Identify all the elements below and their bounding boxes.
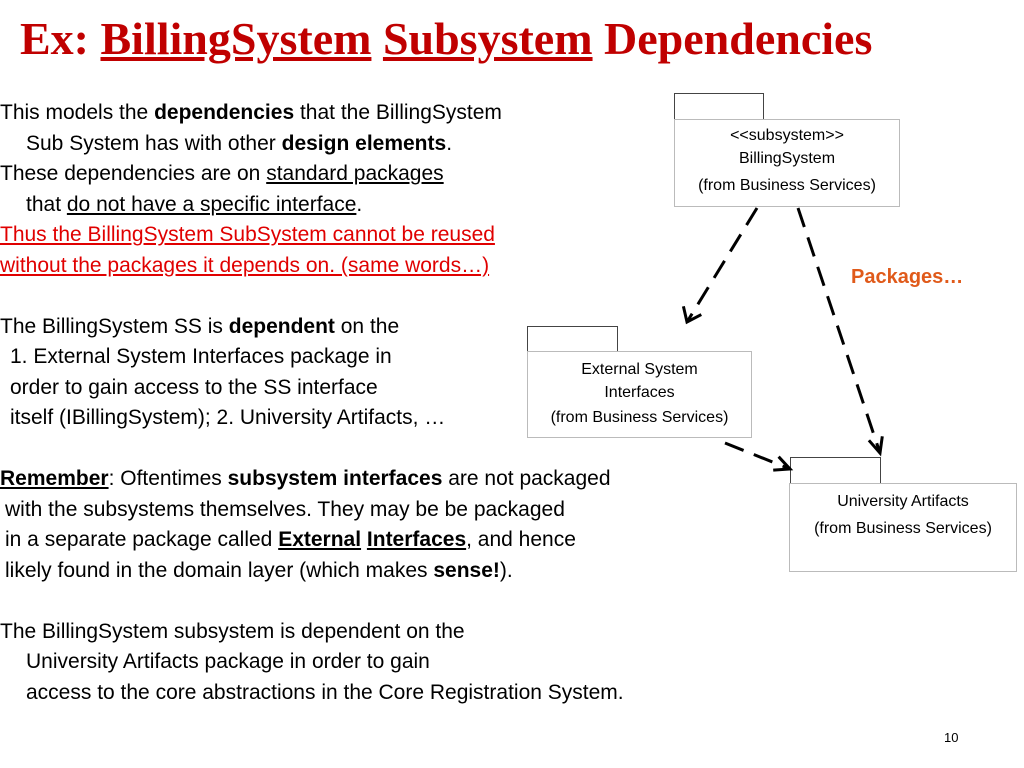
text-bold: sense! [433,558,500,582]
university-name: University Artifacts [837,493,969,510]
university-package: University Artifacts (from Business Serv… [789,483,1017,572]
text-bold: design elements [281,131,447,155]
billing-stereotype: <<subsystem>> [730,127,844,144]
text-segment: likely found in the domain layer (which … [5,558,434,582]
p4-line3: access to the core abstractions in the C… [26,680,624,704]
dashed-line [796,207,882,454]
external-name-line2: Interfaces [604,384,675,401]
text-segment: The BillingSystem SS is [0,314,229,338]
text-bold: dependencies [154,101,295,124]
arrow-external-to-university [724,441,794,472]
text-bold: subsystem interfaces [227,467,443,490]
p1-line4: that do not have a specific interface. [0,190,780,221]
arrowhead [773,455,794,472]
university-from: (from Business Services) [814,520,992,537]
p2-line1: The BillingSystem SS is dependent on the [0,312,780,343]
arrowhead [867,436,884,457]
p3-line1: Remember: Oftentimes subsystem interface… [0,464,780,495]
text-segment: in a separate package called [5,528,279,551]
text-bold-underlined: Interfaces [366,528,467,551]
text-segment: . [356,192,363,216]
p1-line5: Thus the BillingSystem SubSystem cannot … [0,223,495,246]
p4-line2: University Artifacts package in order to… [26,650,430,673]
p3-line3: in a separate package called External In… [0,525,780,556]
title-prefix: Ex: [20,13,89,64]
p1-line3: These dependencies are on standard packa… [0,159,780,190]
external-package: External System Interfaces (from Busines… [527,351,752,438]
p1-line1: This models the dependencies that the Bi… [0,98,780,129]
text-segment: Sub System has with other [26,131,282,155]
p3-line4: likely found in the domain layer (which … [0,556,780,587]
p2-line4: itself (IBillingSystem); 2. University A… [10,406,446,429]
billing-from: (from Business Services) [698,177,876,194]
dashed-line [724,441,791,471]
arrow-billing-to-external [681,207,759,325]
p2-line2: 1. External System Interfaces package in [10,345,392,368]
text-segment: on the [334,314,400,338]
p1-line2: Sub System has with other design element… [0,129,780,160]
university-package-tab [790,457,881,484]
text-segment: that [26,192,67,216]
text-segment: ). [499,558,513,582]
text-segment: , and hence [466,528,576,551]
text-segment: are not packaged [442,467,611,490]
billing-package-tab [674,93,764,120]
title-word-subsystem: Subsystem [382,13,593,64]
text-segment: This models the [0,101,155,124]
text-underlined: standard packages [266,162,444,185]
arrow-billing-to-university [796,207,884,457]
text-bold-underlined: External [278,528,362,551]
packages-label: Packages… [851,266,964,288]
slide-body: This models the dependencies that the Bi… [0,98,780,708]
external-from: (from Business Services) [550,409,729,426]
text-segment: that the BillingSystem [294,101,502,124]
p3-line2: with the subsystems themselves. They may… [5,497,565,521]
title-word-dependencies: Dependencies [604,13,873,64]
p4-line1: The BillingSystem subsystem is dependent… [0,619,465,643]
title-word-billingsystem: BillingSystem [100,13,372,64]
p1-line6: without the packages it depends on. (sam… [0,253,490,277]
text-segment: : Oftentimes [108,467,228,490]
text-underlined: do not have a specific interface [66,192,357,216]
text-segment: . [446,131,453,155]
arrowhead [681,305,702,325]
text-segment: These dependencies are on [0,162,267,185]
dashed-line [685,207,759,323]
billing-name: BillingSystem [738,150,836,167]
text-bold-underlined: Remember [0,467,109,490]
p2-line3: order to gain access to the SS interface [10,375,378,399]
text-bold: dependent [228,314,335,338]
page-number: 10 [944,730,959,745]
billing-package: <<subsystem>> BillingSystem (from Busine… [674,119,900,207]
external-name-line1: External System [581,361,698,378]
slide-title: Ex: BillingSystem Subsystem Dependencies [20,13,873,65]
